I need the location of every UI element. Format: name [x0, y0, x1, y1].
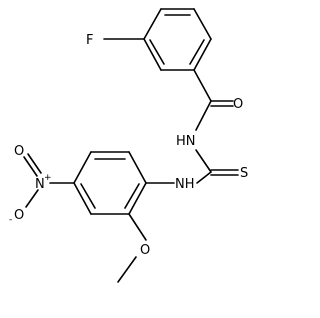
nitroanisole-ring [73, 151, 147, 215]
methoxy-oxygen-label: O [140, 243, 150, 258]
nitro-oxygen-single-label: O [14, 208, 24, 223]
carbonyl-nh-bond [195, 100, 212, 131]
sulfur-label: S [240, 166, 248, 181]
chemical-structure: F O HN S NH N + O O - O [9, 8, 248, 283]
nitro-plus-charge: + [44, 173, 52, 183]
nitro-minus-charge: - [9, 215, 12, 225]
nitro-single-bond [25, 189, 39, 208]
thiocarbonyl-double-bond [210, 169, 239, 176]
nitro-double-bond [23, 153, 42, 177]
aryl-nh-label: NH [175, 177, 195, 192]
thiocarbonyl-nh-bond [196, 171, 212, 184]
nh-thiocarbonyl-bond [195, 149, 212, 173]
methoxy-methyl-bond [117, 256, 137, 283]
carbonyl-oxygen-label: O [233, 97, 243, 112]
fluorobenzene-ring [143, 8, 212, 71]
ring-carbonyl-bond [193, 69, 212, 102]
amide-nh-label: HN [176, 134, 196, 149]
fluorine-label: F [86, 33, 93, 48]
nitro-oxygen-double-label: O [14, 144, 24, 159]
carbonyl-double-bond [210, 100, 234, 107]
ring-methoxy-bond [128, 213, 147, 241]
nitro-nitrogen-label: N [35, 177, 45, 192]
